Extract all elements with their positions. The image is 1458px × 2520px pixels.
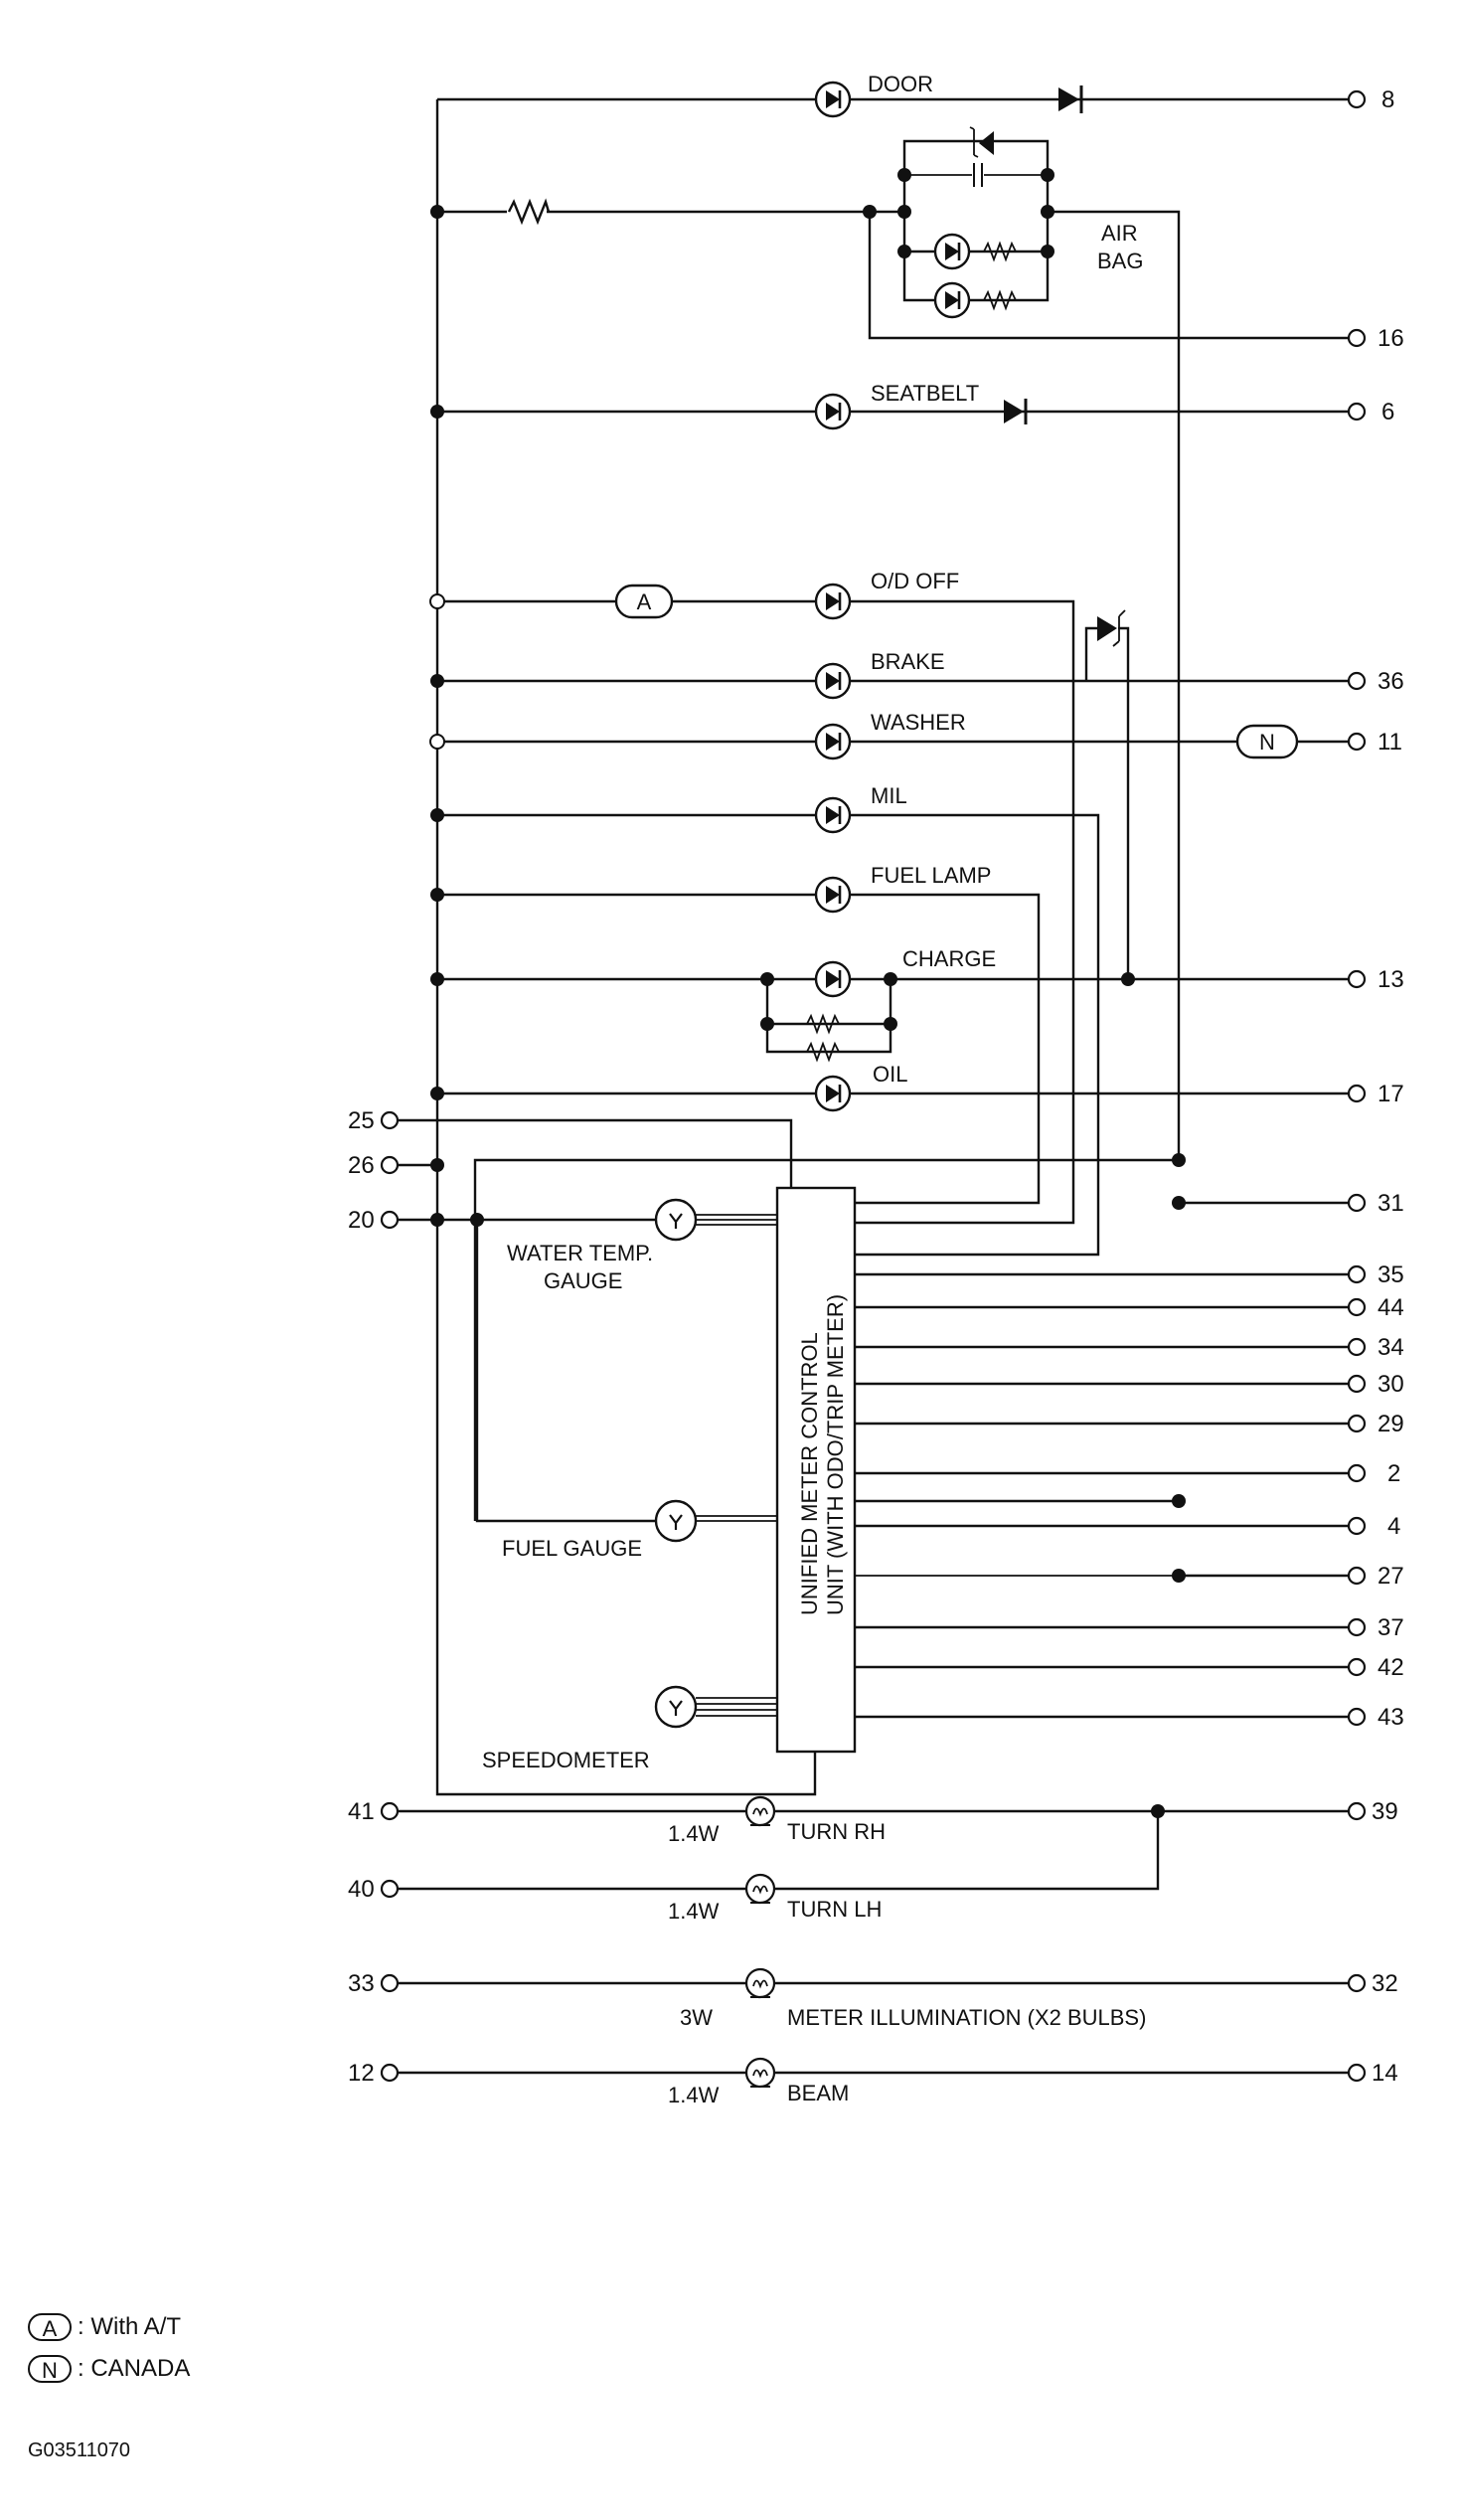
- svg-text:41: 41: [348, 1798, 375, 1825]
- control-unit-label-1: UNIFIED METER CONTROL: [797, 1332, 822, 1615]
- od-off-wire: [437, 599, 1075, 1225]
- washer-label: WASHER: [871, 710, 966, 735]
- legend-symbol-n: N: [28, 2355, 72, 2383]
- svg-text:34: 34: [1377, 1334, 1404, 1361]
- legend-text-canada: : CANADA: [78, 2355, 191, 2382]
- fuel-lamp-label: FUEL LAMP: [871, 863, 991, 888]
- charge-label: CHARGE: [902, 946, 996, 971]
- od-off-label: O/D OFF: [871, 569, 959, 593]
- illumination-label: METER ILLUMINATION (X2 BULBS): [787, 2005, 1146, 2030]
- svg-text:42: 42: [1377, 1654, 1404, 1681]
- water-temp-gauge: [654, 1198, 698, 1242]
- fuel-gauge-label: FUEL GAUGE: [502, 1536, 642, 1561]
- water-temp-label-2: GAUGE: [544, 1268, 622, 1293]
- turn-lh-bulb: [744, 1873, 776, 1905]
- svg-text:11: 11: [1377, 729, 1402, 756]
- beam-label: BEAM: [787, 2081, 849, 2105]
- cu-outputs: [855, 1201, 1357, 1719]
- svg-text:33: 33: [348, 1970, 375, 1997]
- svg-text:36: 36: [1377, 668, 1404, 695]
- beam-bulb: [744, 2057, 776, 2089]
- option-a-symbol: [614, 584, 674, 619]
- svg-text:8: 8: [1381, 86, 1394, 113]
- svg-text:30: 30: [1377, 1371, 1404, 1398]
- speedometer: [654, 1685, 698, 1729]
- svg-text:43: 43: [1377, 1704, 1404, 1731]
- seatbelt-label: SEATBELT: [871, 381, 979, 406]
- legend-item-canada: N : CANADA: [28, 2348, 190, 2390]
- svg-text:27: 27: [1377, 1563, 1404, 1590]
- svg-text:13: 13: [1377, 966, 1404, 993]
- open-junction-od: [429, 593, 445, 609]
- fuel-lamp: [814, 876, 852, 914]
- svg-text:N: N: [1259, 730, 1275, 755]
- legend-symbol-a: A: [28, 2313, 72, 2341]
- airbag-label-2: BAG: [1097, 249, 1143, 273]
- brake-label: BRAKE: [871, 649, 945, 674]
- mil-label: MIL: [871, 783, 907, 808]
- svg-text:40: 40: [348, 1876, 375, 1903]
- meter-control-unit: [775, 1186, 857, 1754]
- svg-text:31: 31: [1377, 1190, 1404, 1217]
- legend: A : With A/T N : CANADA: [28, 2306, 190, 2390]
- water-temp-label-1: WATER TEMP.: [507, 1241, 653, 1265]
- washer-lamp: [814, 723, 852, 760]
- brake-lamp: [814, 662, 852, 700]
- ground-loop: [473, 1158, 1179, 1521]
- mil-lamp: [814, 796, 852, 834]
- door-lamp: [814, 81, 852, 118]
- turn-lh-label: TURN LH: [787, 1897, 882, 1922]
- svg-text:20: 20: [348, 1207, 375, 1234]
- svg-text:44: 44: [1377, 1294, 1404, 1321]
- fuel-gauge: [654, 1499, 698, 1543]
- oil-label: OIL: [873, 1062, 907, 1087]
- svg-text:14: 14: [1372, 2060, 1398, 2087]
- term-25-wire: [390, 1118, 793, 1188]
- control-unit-label-2: UNIT (WITH ODO/TRIP METER): [823, 1294, 848, 1615]
- airbag-label-1: AIR: [1101, 221, 1138, 246]
- charge-lamp: [814, 960, 852, 998]
- od-off-lamp: [814, 583, 852, 620]
- option-n-symbol: [1235, 724, 1299, 759]
- svg-text:26: 26: [348, 1152, 375, 1179]
- illumination-watt: 3W: [680, 2005, 713, 2030]
- junction-dots: [430, 168, 1186, 1818]
- right-terminals: 8 16 6 36 11 13 17 31 35 44 34 30 29 2 4…: [1347, 86, 1404, 2087]
- svg-text:A: A: [637, 589, 652, 614]
- turn-lh-watt: 1.4W: [668, 1899, 720, 1924]
- turn-rh-watt: 1.4W: [668, 1821, 720, 1846]
- oil-lamp: [814, 1075, 852, 1112]
- door-label: DOOR: [868, 72, 933, 96]
- svg-text:35: 35: [1377, 1261, 1404, 1288]
- beam-watt: 1.4W: [668, 2083, 720, 2107]
- svg-text:32: 32: [1372, 1970, 1398, 1997]
- svg-text:12: 12: [348, 2060, 375, 2087]
- svg-text:29: 29: [1377, 1411, 1404, 1437]
- svg-text:25: 25: [348, 1107, 375, 1134]
- svg-text:6: 6: [1381, 399, 1394, 425]
- legend-item-at: A : With A/T: [28, 2306, 190, 2348]
- illumination-bulb: [744, 1967, 776, 1999]
- svg-text:17: 17: [1377, 1081, 1404, 1107]
- svg-text:4: 4: [1387, 1513, 1400, 1540]
- svg-text:2: 2: [1387, 1460, 1400, 1487]
- turn-rh-bulb: [744, 1795, 776, 1827]
- svg-text:37: 37: [1377, 1614, 1404, 1641]
- figure-code: G03511070: [28, 2439, 131, 2461]
- turn-rh-label: TURN RH: [787, 1819, 886, 1844]
- seatbelt-lamp: [814, 393, 852, 430]
- turn-lh-wire: [390, 1811, 1160, 1891]
- door-diode: [1058, 87, 1079, 111]
- svg-text:16: 16: [1377, 325, 1404, 352]
- open-junction-washer: [429, 734, 445, 750]
- svg-text:39: 39: [1372, 1798, 1398, 1825]
- main-bus: [435, 99, 817, 1796]
- legend-text-at: : With A/T: [78, 2313, 182, 2340]
- mil-wire: [437, 813, 1100, 1257]
- fuel-lamp-wire: [437, 893, 1041, 1205]
- speedometer-label: SPEEDOMETER: [482, 1748, 650, 1772]
- left-terminals: 25 26 20 41 40 33 12: [348, 1107, 400, 2087]
- airbag-wire: [437, 210, 1357, 340]
